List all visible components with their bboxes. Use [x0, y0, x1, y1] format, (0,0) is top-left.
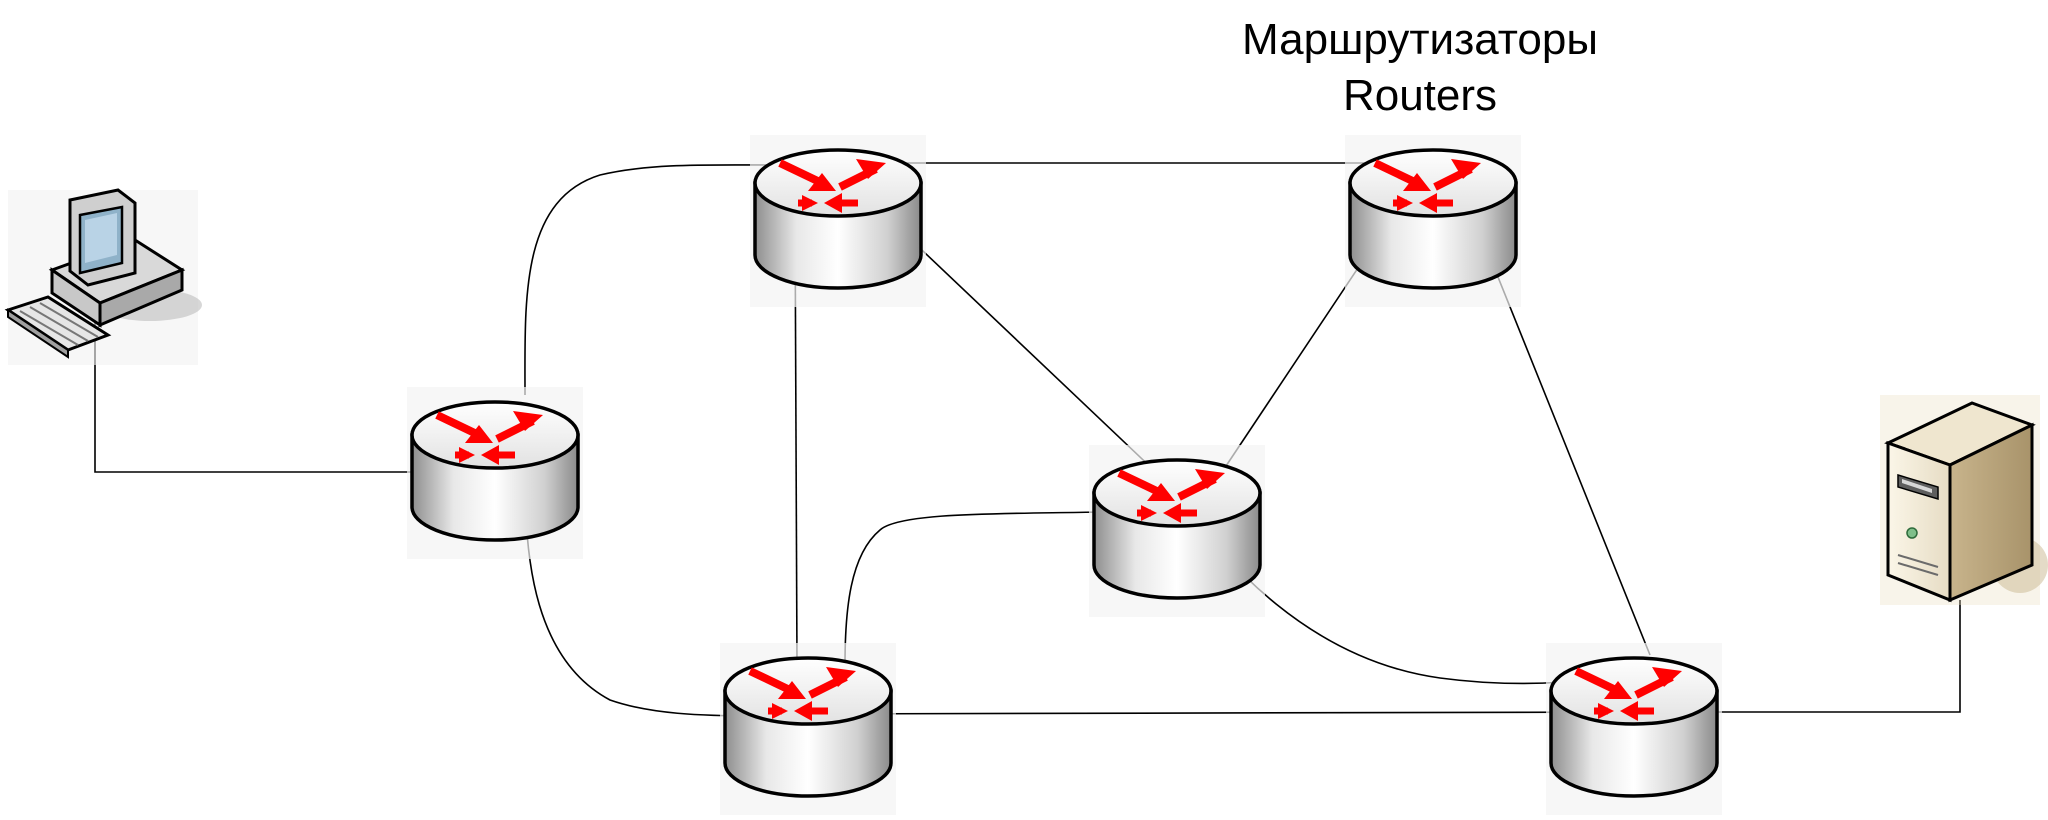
link-router-left-router-top-left: [524, 164, 776, 396]
router-left: [407, 387, 583, 559]
router-bottom-left: [720, 643, 896, 815]
router-bottom-right: [1546, 643, 1722, 815]
link-router-center-router-bottom-left: [844, 511, 1101, 666]
router-top-left: [750, 135, 926, 307]
desktop-computer-icon: [4, 188, 202, 365]
routers-label-ru: Маршрутизаторы: [1242, 15, 1598, 64]
router-top-right: [1345, 135, 1521, 307]
link-router-bottom-left-router-bottom-right: [779, 711, 1641, 715]
link-router-bottom-right-server: [1680, 600, 1961, 713]
links: [94, 162, 1961, 717]
tower-server-icon: [1880, 395, 2048, 605]
routers-label-en: Routers: [1342, 71, 1498, 120]
router-center: [1089, 445, 1265, 617]
